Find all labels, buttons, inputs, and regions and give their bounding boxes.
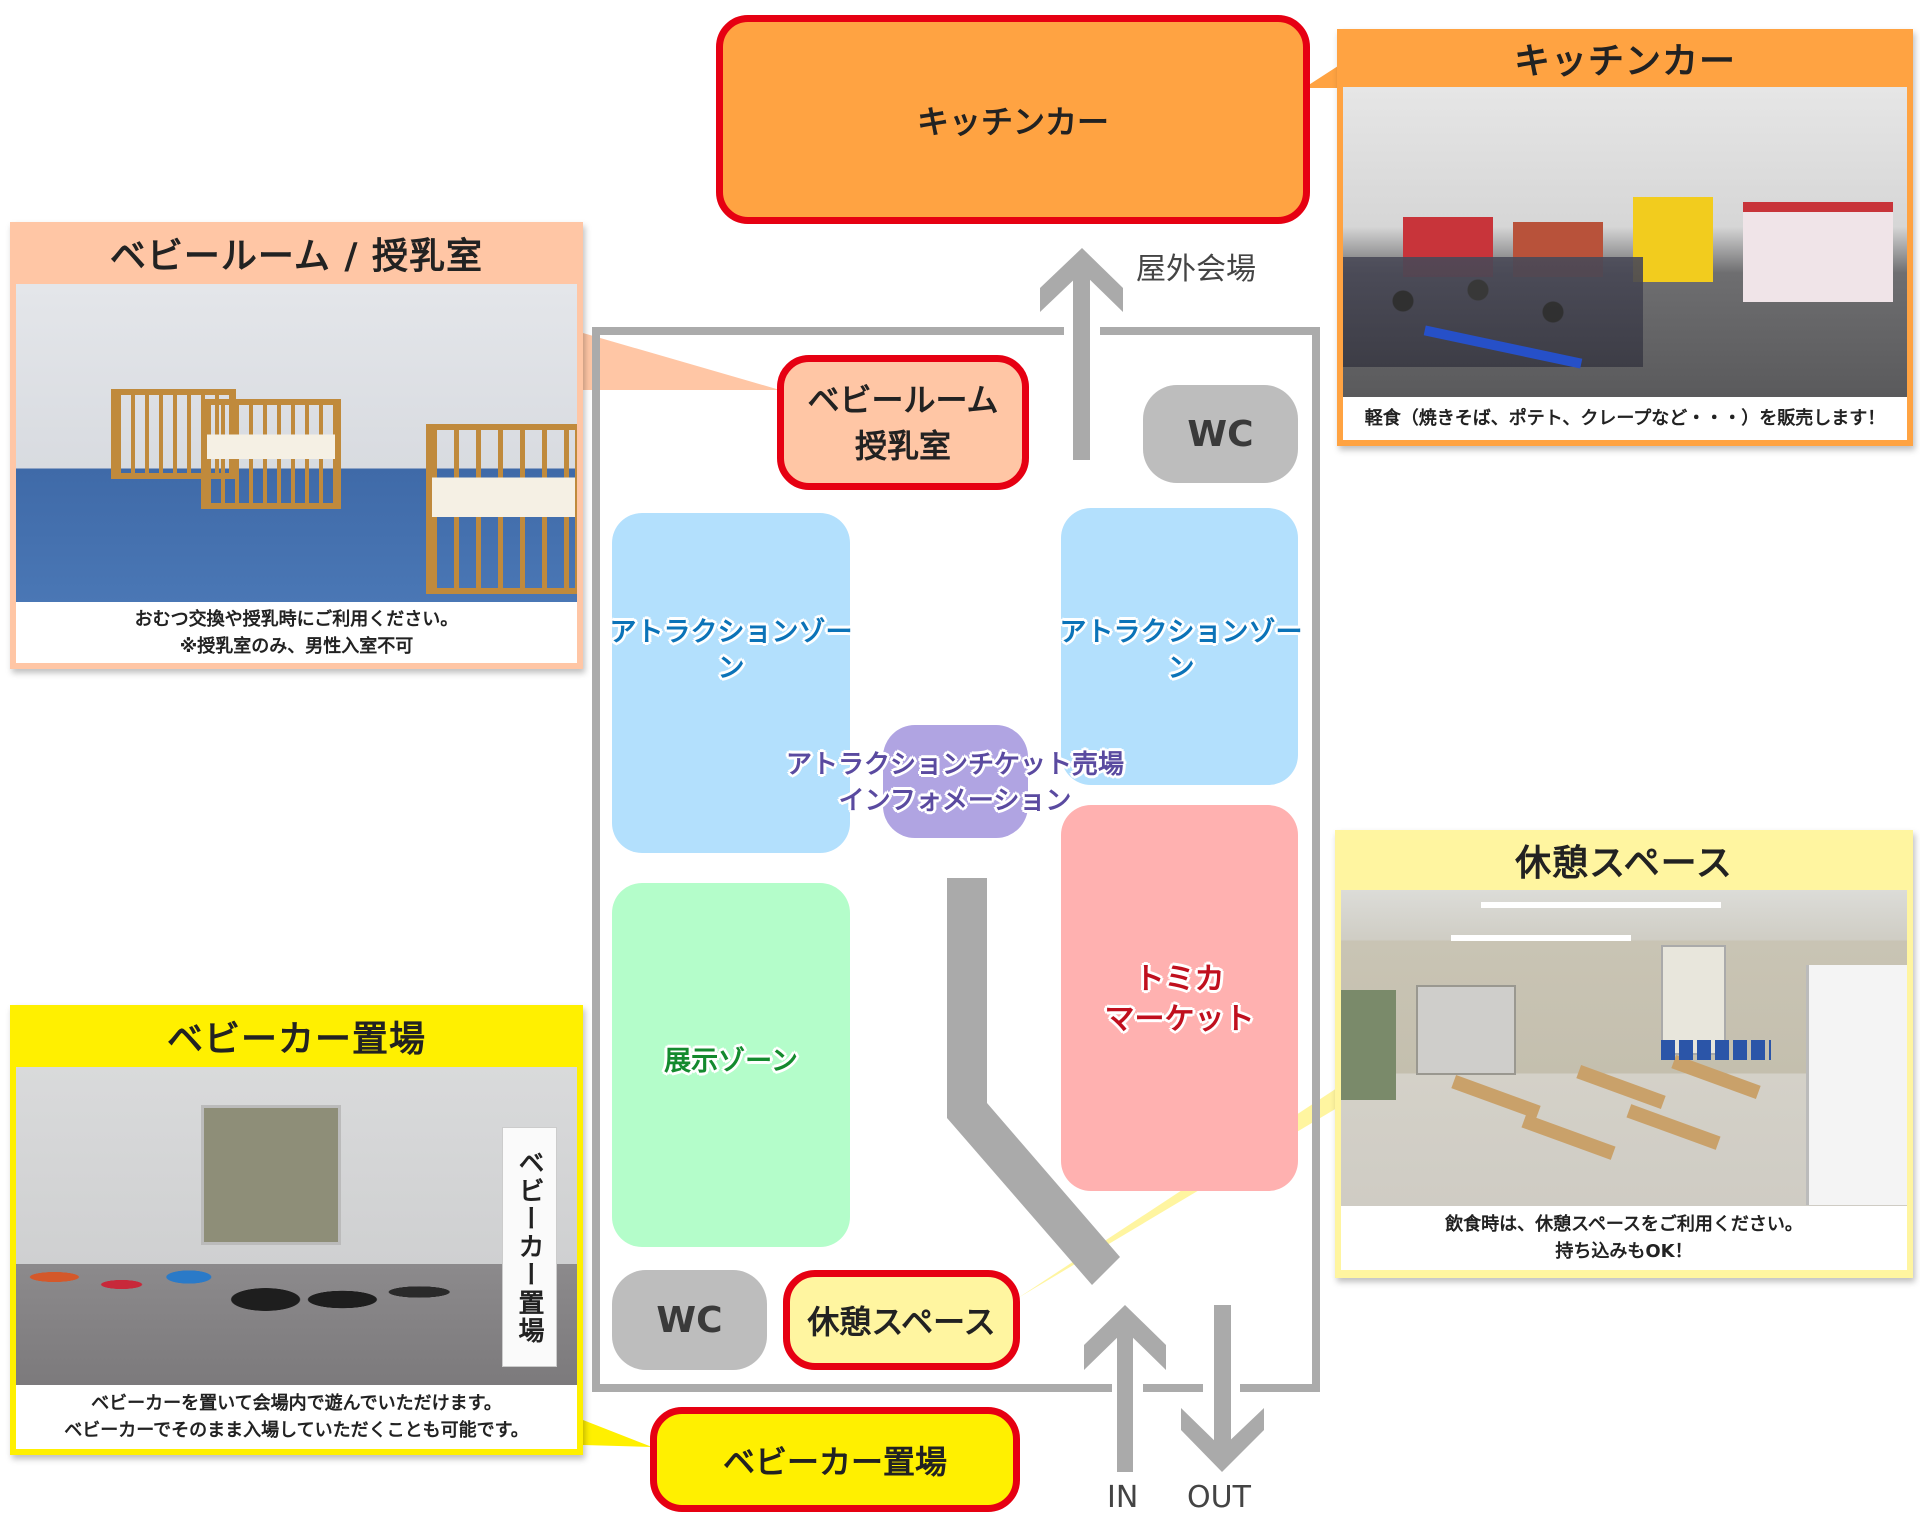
- stroller-caption: ベビーカーを置いて会場内で遊んでいただけます。 ベビーカーでそのまま入場していた…: [16, 1385, 577, 1449]
- baby-room-caption: おむつ交換や授乳時にご利用ください。 ※授乳室のみ、男性入室不可: [16, 602, 577, 663]
- kitchen-car-area-label: キッチンカー: [916, 102, 1109, 141]
- stroller-sign: ベビーカー置場: [502, 1127, 557, 1367]
- caption-line: ベビーカーでそのまま入場していただくことも可能です。: [64, 1420, 529, 1441]
- vending-machine: [1341, 990, 1396, 1100]
- bench: [1671, 1055, 1761, 1099]
- kitchen-car-card: キッチンカー 軽食（焼きそば、ポテト、クレープなど・・・）を販売します！: [1337, 29, 1913, 446]
- venue-outline: [592, 327, 1320, 1392]
- in-arrow-icon: [1084, 1305, 1166, 1472]
- kitchen-car-photo: [1343, 87, 1907, 397]
- ceiling-light: [1451, 935, 1631, 941]
- info-booth[interactable]: [883, 725, 1028, 838]
- crib-icon: [426, 424, 577, 594]
- stroller-card-title: ベビーカー置場: [166, 1019, 426, 1060]
- crowd: [1343, 257, 1643, 367]
- caption-line: おむつ交換や授乳時にご利用ください。: [134, 608, 459, 630]
- caption-line: 持ち込みもOK！: [1555, 1241, 1693, 1262]
- bench: [1626, 1104, 1721, 1150]
- attraction-zone-left[interactable]: [612, 513, 850, 853]
- bench: [1451, 1075, 1541, 1119]
- walking-path: [947, 878, 1120, 1285]
- attraction-zone-left-label: アトラクションゾーン: [609, 617, 853, 684]
- stroller-parking-area-label: ベビーカー置場: [722, 1442, 947, 1481]
- kitchen-car-pointer: [1304, 66, 1338, 88]
- caption-line: ベビーカーを置いて会場内で遊んでいただけます。: [91, 1393, 502, 1414]
- caption-line: 軽食（焼きそば、ポテト、クレープなど・・・）を販売します！: [1364, 408, 1886, 429]
- door: [1416, 985, 1516, 1075]
- attraction-zone-right-label: アトラクションゾーン: [1059, 617, 1303, 684]
- kitchen-car-area[interactable]: キッチンカー: [716, 15, 1310, 224]
- outdoor-venue-label: 屋外会場: [1136, 252, 1256, 287]
- rest-space-area[interactable]: 休憩スペース: [783, 1270, 1020, 1370]
- rest-space-area-label: 休憩スペース: [807, 1303, 996, 1341]
- info-booth-label: アトラクションチケット売場 インフォメーション: [785, 750, 1124, 816]
- rest-space-photo: [1341, 890, 1907, 1206]
- crib-icon: [201, 399, 341, 509]
- ceiling-light: [1481, 902, 1721, 908]
- blue-chairs: [1661, 1040, 1771, 1060]
- kitchen-car-card-title: キッチンカー: [1513, 41, 1736, 82]
- baby-room-photo: [16, 284, 577, 602]
- wc-bottom-label: WC: [656, 1299, 723, 1341]
- tomica-market-zone[interactable]: [1061, 805, 1298, 1191]
- kitchen-car-caption: 軽食（焼きそば、ポテト、クレープなど・・・）を販売します！: [1343, 397, 1907, 440]
- stroller-card: ベビーカー置場 ベビーカー置場 ベビーカーを置いて会場内で遊んでいただけます。 …: [10, 1005, 583, 1455]
- baby-room-area-label: ベビールーム 授乳室: [807, 380, 999, 465]
- wc-bottom[interactable]: WC: [612, 1270, 767, 1370]
- out-arrow-icon: [1181, 1305, 1264, 1472]
- exhibition-zone[interactable]: [612, 883, 850, 1247]
- bench: [1576, 1065, 1666, 1109]
- bench: [1521, 1114, 1616, 1160]
- food-truck-icon: [1743, 202, 1893, 302]
- wc-top[interactable]: WC: [1143, 385, 1298, 483]
- vending-machine: [1806, 965, 1907, 1205]
- in-label: IN: [1107, 1480, 1139, 1515]
- baby-room-card-title: ベビールーム / 授乳室: [109, 236, 484, 277]
- wc-top-label: WC: [1187, 413, 1254, 455]
- caption-line: ※授乳室のみ、男性入室不可: [179, 635, 414, 657]
- stroller-sign-text: ベビーカー置場: [514, 1149, 544, 1345]
- strollers: [16, 1217, 496, 1367]
- baby-room-area[interactable]: ベビールーム 授乳室: [777, 355, 1029, 490]
- tomica-market-label: トミカ マーケット: [1104, 962, 1255, 1037]
- caption-line: 飲食時は、休憩スペースをご利用ください。: [1445, 1214, 1803, 1235]
- outdoor-arrow-icon: [1040, 248, 1123, 460]
- baby-room-pointer: [583, 333, 780, 390]
- rest-space-card: 休憩スペース 飲食時は、休憩スペースをご利用ください。 持ち込みもOK！: [1335, 830, 1913, 1278]
- exhibition-zone-label: 展示ゾーン: [664, 1046, 798, 1077]
- stroller-pointer: [583, 1420, 652, 1447]
- food-truck-icon: [1633, 197, 1713, 282]
- baby-room-card: ベビールーム / 授乳室 おむつ交換や授乳時にご利用ください。 ※授乳室のみ、男…: [10, 222, 583, 669]
- rest-space-card-title: 休憩スペース: [1515, 843, 1733, 884]
- screen: [1661, 945, 1726, 1055]
- out-label: OUT: [1187, 1480, 1251, 1515]
- rest-space-caption: 飲食時は、休憩スペースをご利用ください。 持ち込みもOK！: [1341, 1206, 1907, 1270]
- attraction-zone-right[interactable]: [1061, 508, 1298, 785]
- stroller-photo: ベビーカー置場: [16, 1067, 577, 1385]
- stroller-parking-area[interactable]: ベビーカー置場: [650, 1407, 1020, 1512]
